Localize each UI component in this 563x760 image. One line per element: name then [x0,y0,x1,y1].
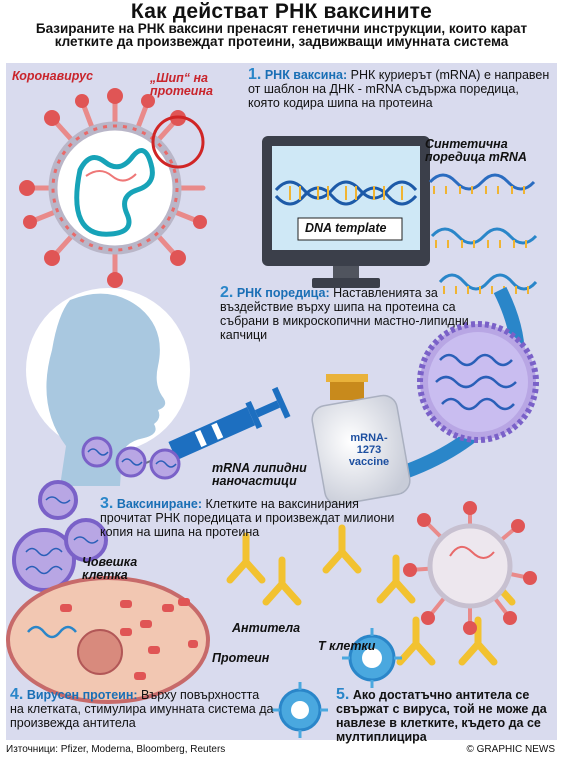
mrna-strands [428,173,538,294]
step-3-text: Клетките на ваксинирания прочитат РНК по… [100,497,395,539]
lipid-nanoparticle-large [417,321,539,443]
neutralized-virus [403,501,537,635]
vial-label: mRNA- 1273 vaccine [345,432,393,468]
small-nanoparticles [12,436,181,592]
step-2: 2. РНК поредица: Наставленията за въздей… [220,284,490,343]
label-antibodies: Антитела [232,621,301,635]
vaccine-vial [311,374,411,506]
step-5: 5. Ако достатъчно антитела се свържат с … [336,686,556,745]
vial-label-line1: mRNA- [350,432,388,444]
human-cell [6,576,210,704]
t-cells [272,628,402,738]
page-title: Как действат РНК ваксините [130,0,433,23]
label-lipid-nanoparticles: mRNA липидни наночастици [212,461,307,488]
label-coronavirus: Коронавирус [12,69,94,83]
page-subtitle: Базираните на РНК ваксини пренасят генет… [35,21,528,49]
step-3: 3. Ваксиниране: Клетките на ваксинирания… [100,495,400,540]
person-silhouette [26,288,190,486]
label-protein: Протеин [212,651,270,665]
step-1-number: 1. [248,66,262,83]
footer-sources: Източници: Pfizer, Moderna, Bloomberg, R… [6,744,226,755]
step-3-number: 3. [100,495,114,512]
step-2-number: 2. [220,284,234,301]
label-synthetic-sequence: Синтетична поредица mRNA [425,137,527,164]
step-4-number: 4. [10,686,24,703]
label-dna-template: DNA template [305,221,387,235]
step-1: 1. РНК ваксина: РНК куриерът (mRNA) е на… [248,66,553,111]
vial-label-line3: vaccine [348,456,390,468]
step-4: 4. Вирусен протеин: Върху повърхността н… [10,686,275,731]
coronavirus-illustration [19,88,207,288]
label-spike-protein: „Шип“ на протеина [150,71,213,98]
label-t-cells: Т клетки [318,639,376,653]
label-human-cell: Човешка клетка [82,555,138,582]
step-2-text: Наставленията за въздействие върху шипа … [220,286,469,342]
step-4-text: Върху повърхността на клетката, стимулир… [10,688,274,730]
computer-monitor [262,136,430,288]
step-5-text: Ако достатъчно антитела се свържат с вир… [336,688,547,744]
step-4-heading: Вирусен протеин: [26,688,138,702]
step-3-heading: Ваксиниране: [116,497,203,511]
step-1-heading: РНК ваксина: [264,68,348,82]
step-5-number: 5. [336,686,350,703]
vial-label-line2: 1273 [356,444,382,456]
footer-credit: © GRAPHIC NEWS [466,744,556,755]
step-2-heading: РНК поредица: [236,286,330,300]
step-1-text: РНК куриерът (mRNA) е направен от шаблон… [248,68,550,110]
